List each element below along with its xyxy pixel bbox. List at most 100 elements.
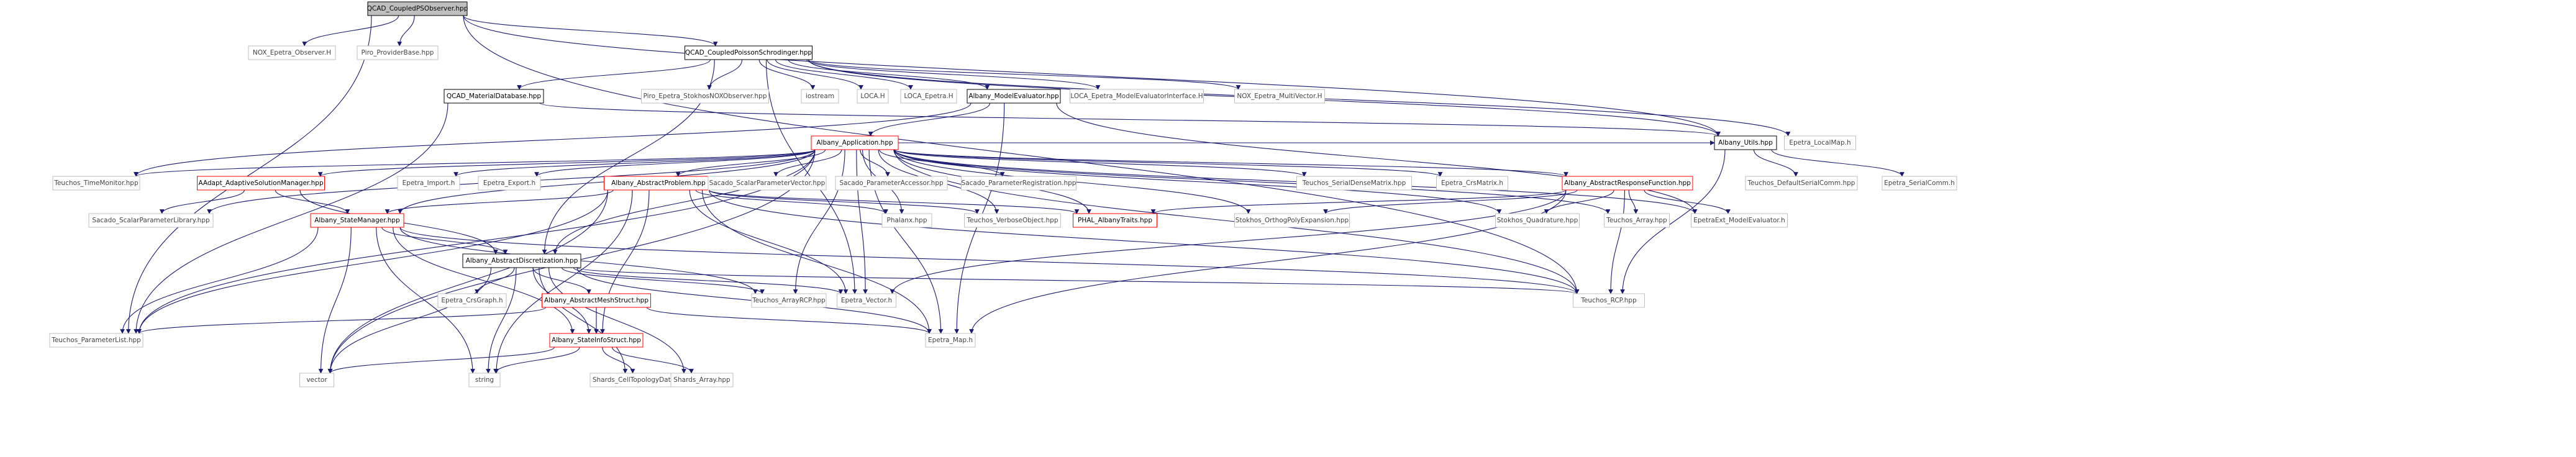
node-export[interactable]: Epetra_Export.h <box>478 176 541 191</box>
node-stateinfo[interactable]: Albany_StateInfoStruct.hpp <box>549 333 644 348</box>
node-crsgraph[interactable]: Epetra_CrsGraph.h <box>437 293 507 308</box>
node-label: NOX_Epetra_MultiVector.H <box>1237 93 1322 100</box>
node-app[interactable]: Albany_Application.hpp <box>811 135 899 150</box>
node-paramlist[interactable]: Teuchos_ParameterList.hpp <box>49 333 143 348</box>
edge-utils-to-defcomm <box>1753 149 1798 177</box>
node-celltop[interactable]: Shards_CellTopologyData.h <box>589 373 684 387</box>
node-vector_h[interactable]: Epetra_Vector.h <box>837 293 896 308</box>
edge-app-to-respfun <box>894 149 1568 177</box>
edge-problem-to-phalanx <box>695 189 888 214</box>
node-box <box>1296 176 1412 191</box>
node-box <box>837 293 896 308</box>
node-box <box>310 213 404 228</box>
node-utils[interactable]: Albany_Utils.hpp <box>1714 135 1777 150</box>
node-arrayrcp[interactable]: Teuchos_ArrayRCP.hpp <box>751 293 827 308</box>
node-box <box>1234 89 1325 104</box>
node-sercomm[interactable]: Epetra_SerialComm.h <box>1882 176 1957 191</box>
edge-root-to-piroprov <box>397 15 415 47</box>
node-problem[interactable]: Albany_AbstractProblem.hpp <box>604 176 713 191</box>
edge-disc-to-vector <box>327 267 492 374</box>
node-label: Shards_Array.hpp <box>673 376 730 384</box>
node-epext[interactable]: EpetraExt_ModelEvaluator.h <box>1691 213 1788 228</box>
node-piroprov[interactable]: Piro_ProviderBase.hpp <box>357 45 439 60</box>
node-vector[interactable]: vector <box>299 373 334 387</box>
node-timemon[interactable]: Teuchos_TimeMonitor.hpp <box>52 176 140 191</box>
node-rcp[interactable]: Teuchos_RCP.hpp <box>1573 293 1645 308</box>
edge-cps-to-locah <box>767 59 863 90</box>
node-respfun[interactable]: Albany_AbstractResponseFunction.hpp <box>1562 176 1693 191</box>
node-label: Epetra_CrsGraph.h <box>441 297 503 304</box>
node-sdm[interactable]: Teuchos_SerialDenseMatrix.hpp <box>1296 176 1412 191</box>
node-label: Teuchos_ArrayRCP.hpp <box>752 297 826 304</box>
node-map[interactable]: Epetra_Map.h <box>925 333 976 348</box>
node-sspv[interactable]: Sacado_ScalarParameterVector.hpp <box>708 176 827 191</box>
edge-statemgr-to-stateinfo <box>393 227 575 334</box>
node-stokhos[interactable]: Stokhos_OrthogPolyExpansion.hpp <box>1234 213 1350 228</box>
node-quad[interactable]: Stokhos_Quadrature.hpp <box>1495 213 1580 228</box>
edge-app-to-tarray <box>894 149 1611 214</box>
edge-respfun-to-tarray <box>1628 189 1639 214</box>
edge-disc-to-shardsarray <box>548 267 686 374</box>
edge-app-to-problem <box>675 149 826 177</box>
edge-disc-to-meshstruct <box>532 267 591 294</box>
node-locaep[interactable]: LOCA_Epetra.H <box>900 89 957 104</box>
node-label: Teuchos_TimeMonitor.hpp <box>53 179 139 187</box>
node-box <box>811 135 899 150</box>
edge-problem-to-stateinfo <box>600 189 650 334</box>
node-phalanx[interactable]: Phalanx.hpp <box>881 213 932 228</box>
edge-root-to-utils <box>463 15 1721 137</box>
node-modeleval[interactable]: Albany_ModelEvaluator.hpp <box>967 89 1061 104</box>
node-label: QCAD_MaterialDatabase.hpp <box>447 93 542 100</box>
node-box <box>857 89 889 104</box>
node-disc[interactable]: Albany_AbstractDiscretization.hpp <box>462 253 581 268</box>
node-box <box>964 213 1061 228</box>
node-box <box>549 333 644 348</box>
node-layer: QCAD_CoupledPSObserver.hppNOX_Epetra_Obs… <box>49 1 1957 387</box>
node-sspl[interactable]: Sacado_ScalarParameterLibrary.hpp <box>88 213 214 228</box>
node-matdb[interactable]: QCAD_MaterialDatabase.hpp <box>444 89 544 104</box>
node-statemgr[interactable]: Albany_StateManager.hpp <box>310 213 404 228</box>
node-crsmatrix[interactable]: Epetra_CrsMatrix.h <box>1436 176 1508 191</box>
node-shardsarray[interactable]: Shards_Array.hpp <box>670 373 734 387</box>
edge-problem-to-verbose <box>708 189 980 214</box>
node-label: iostream <box>806 93 834 100</box>
node-label: Epetra_Vector.h <box>841 297 892 304</box>
node-locah[interactable]: LOCA.H <box>857 89 889 104</box>
node-spr[interactable]: Sacado_ParameterRegistration.hpp <box>961 176 1076 191</box>
node-piroobs[interactable]: Piro_Epetra_StokhosNOXObserver.hpp <box>641 89 769 104</box>
node-localmap[interactable]: Epetra_LocalMap.h <box>1784 135 1856 150</box>
node-noxobs[interactable]: NOX_Epetra_Observer.H <box>248 45 336 60</box>
node-phaltraits[interactable]: PHAL_AlbanyTraits.hpp <box>1073 213 1157 228</box>
node-locamei[interactable]: LOCA_Epetra_ModelEvaluatorInterface.H <box>1070 89 1204 104</box>
edge-root-to-paramlist <box>125 15 372 334</box>
node-noxmv[interactable]: NOX_Epetra_MultiVector.H <box>1234 89 1325 104</box>
edge-statemgr-to-disc <box>381 227 508 255</box>
edge-disc-to-crsgraph <box>475 267 515 294</box>
node-box <box>641 89 769 104</box>
node-iostream[interactable]: iostream <box>801 89 839 104</box>
node-adapt[interactable]: AAdapt_AdaptiveSolutionManager.hpp <box>197 176 325 191</box>
node-box <box>52 176 140 191</box>
node-box <box>967 89 1061 104</box>
node-import[interactable]: Epetra_Import.h <box>397 176 460 191</box>
node-root[interactable]: QCAD_CoupledPSObserver.hpp <box>367 1 468 16</box>
node-defcomm[interactable]: Teuchos_DefaultSerialComm.hpp <box>1745 176 1858 191</box>
node-string[interactable]: string <box>468 373 501 387</box>
node-label: Epetra_LocalMap.h <box>1789 139 1850 147</box>
node-cps[interactable]: QCAD_CoupledPoissonSchrodinger.hpp <box>685 45 812 60</box>
node-tarray[interactable]: Teuchos_Array.hpp <box>1604 213 1670 228</box>
node-verbose[interactable]: Teuchos_VerboseObject.hpp <box>964 213 1061 228</box>
node-box <box>1562 176 1693 191</box>
node-label: Teuchos_SerialDenseMatrix.hpp <box>1302 179 1406 187</box>
node-label: Teuchos_Array.hpp <box>1606 217 1667 224</box>
edge-cps-to-iostream <box>758 59 816 90</box>
node-spa[interactable]: Sacado_ParameterAccessor.hpp <box>835 176 948 191</box>
edge-adapt-to-sspl <box>159 189 245 214</box>
edge-respfun-to-vector_h <box>890 189 1567 294</box>
node-box <box>708 176 827 191</box>
edge-problem-to-phaltraits <box>708 189 1080 214</box>
node-meshstruct[interactable]: Albany_AbstractMeshStruct.hpp <box>542 293 651 308</box>
edge-matdb-to-utils <box>539 102 1721 137</box>
node-box <box>248 45 336 60</box>
node-label: EpetraExt_ModelEvaluator.h <box>1693 217 1785 224</box>
